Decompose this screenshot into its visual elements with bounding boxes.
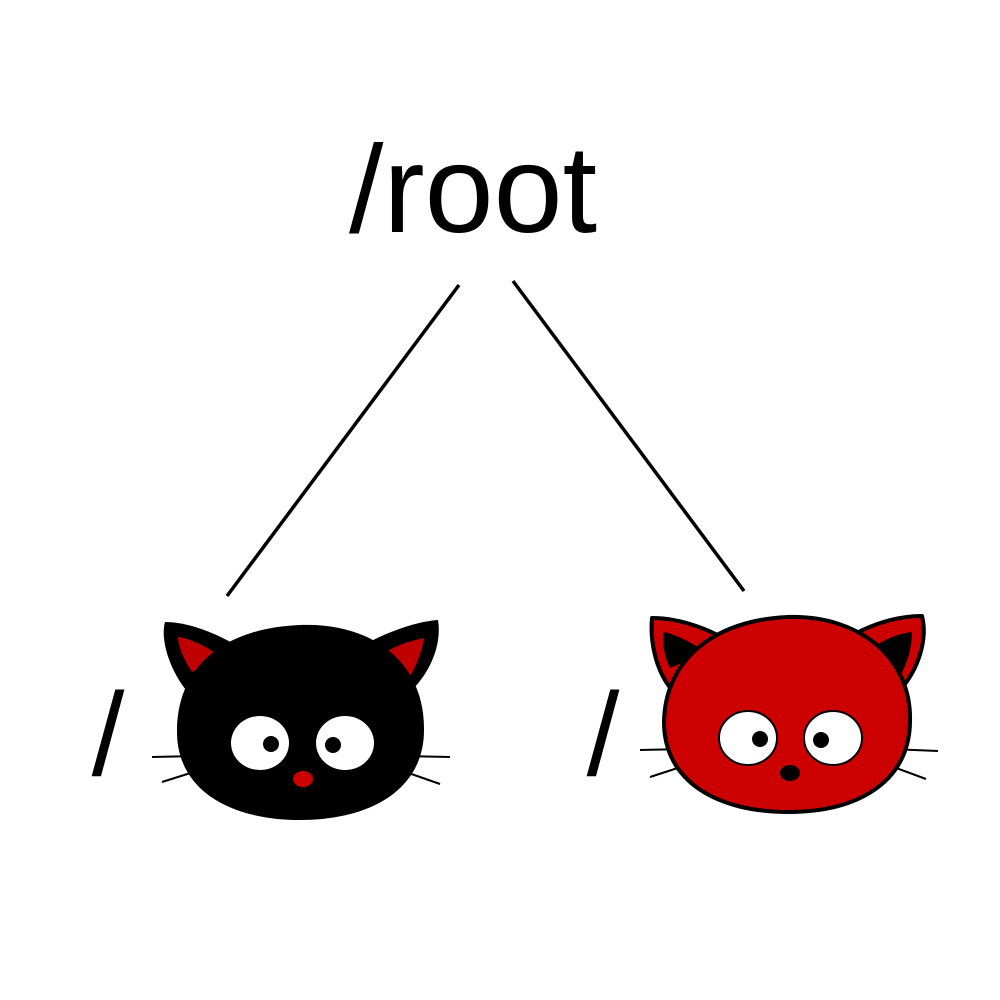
edge-right [511, 279, 746, 593]
black-cat-icon [151, 620, 451, 820]
cat-ear-inner-left [663, 632, 706, 668]
cat-eye-right [316, 716, 374, 770]
cat-eye-left [231, 716, 289, 770]
cat-head [661, 614, 913, 815]
child-node-right: / [587, 614, 939, 815]
cat-eye-left [718, 710, 778, 766]
edge-left [225, 283, 461, 598]
root-label: /root [349, 121, 597, 259]
cat-nose [780, 765, 800, 781]
cat-nose [293, 771, 313, 787]
cat-ear-inner-right [374, 638, 424, 682]
cat-ear-inner-left [178, 637, 222, 672]
red-cat-icon [639, 614, 939, 815]
child-left-slash: / [92, 669, 125, 801]
cat-eye-right [803, 710, 863, 766]
child-right-slash: / [587, 669, 620, 801]
cat-head [176, 624, 425, 820]
child-node-left: / [92, 620, 451, 820]
